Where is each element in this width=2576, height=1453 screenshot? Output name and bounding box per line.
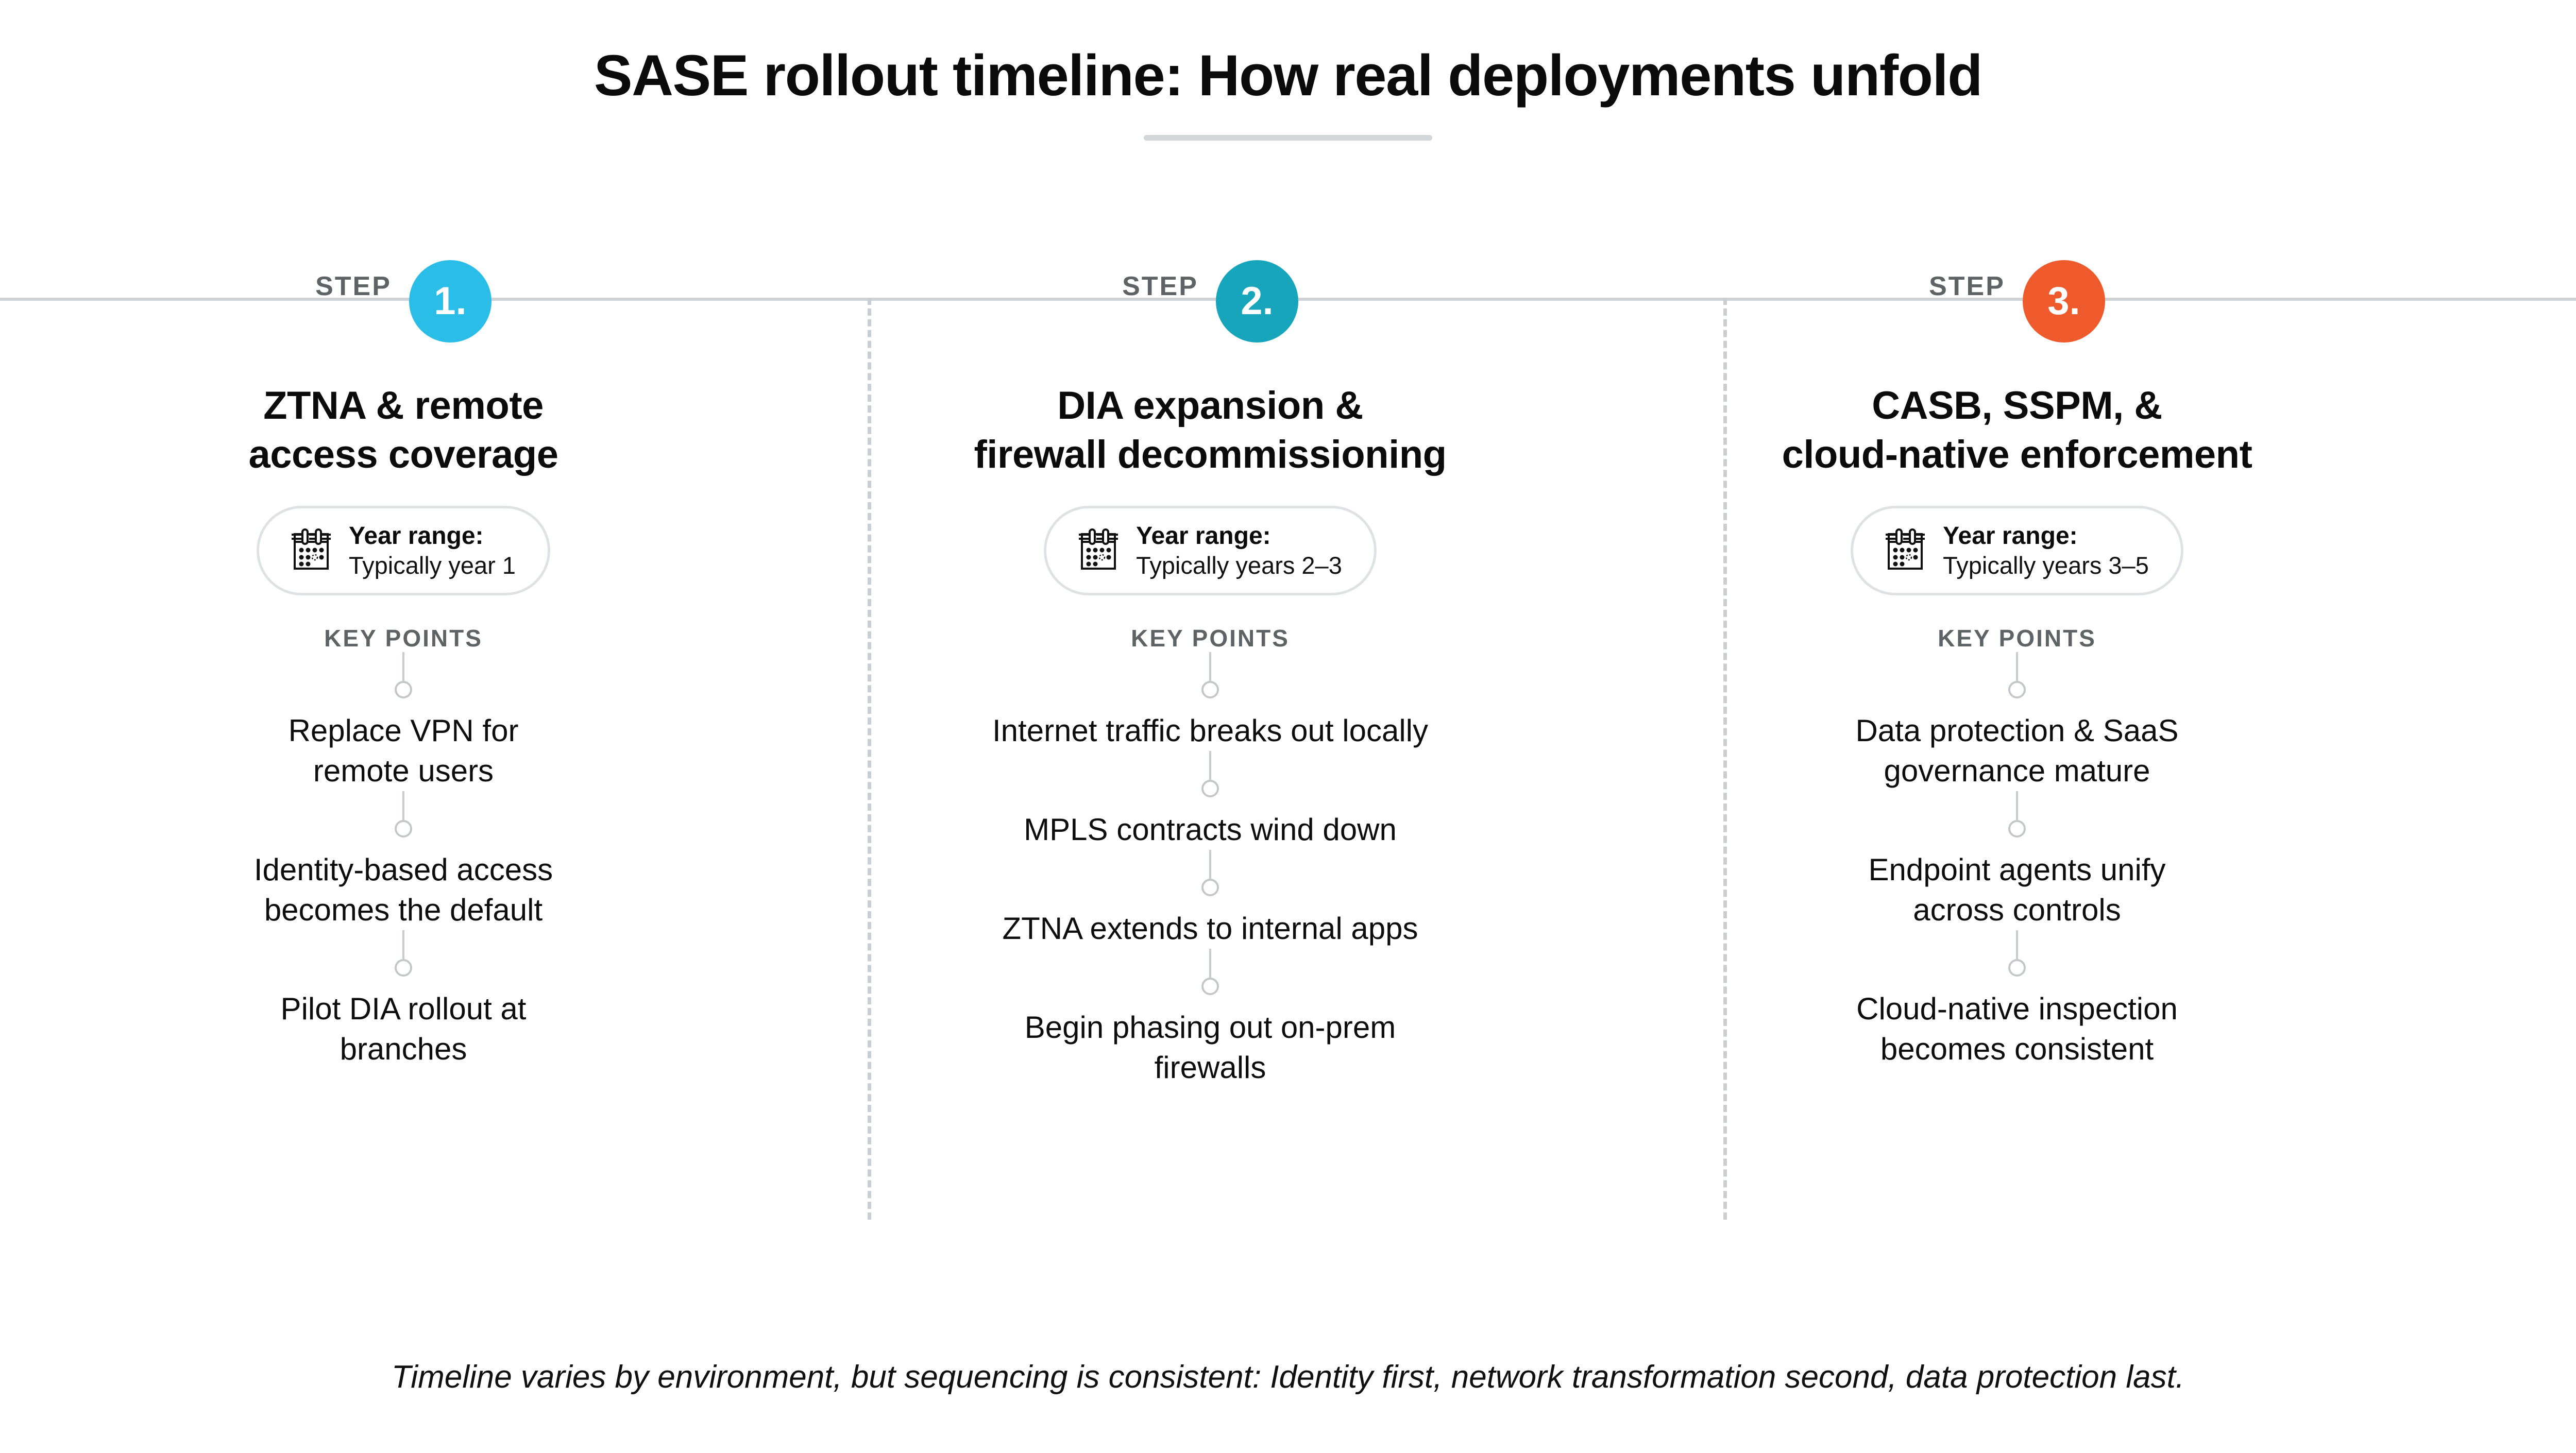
step-header-2: STEP 2.	[1122, 237, 1298, 366]
key-point-connector	[1614, 791, 2420, 838]
key-points-list-1: Replace VPN for remote users Identity-ba…	[0, 652, 807, 1069]
key-point-connector	[1614, 652, 2420, 699]
step-header-3: STEP 3.	[1929, 237, 2105, 366]
key-point-item: Identity-based access becomes the defaul…	[253, 852, 553, 928]
connector-dot-icon	[1201, 879, 1219, 897]
key-point-item: Pilot DIA rollout at branches	[280, 992, 527, 1067]
key-point-connector	[807, 850, 1614, 897]
key-point-item: Data protection & SaaS governance mature	[1855, 713, 2179, 789]
key-points-heading-1: KEY POINTS	[324, 625, 483, 652]
calendar-icon	[1885, 527, 1925, 574]
title-underline-divider	[1144, 134, 1432, 141]
key-point-connector	[1614, 930, 2420, 977]
key-points-list-3: Data protection & SaaS governance mature…	[1614, 652, 2420, 1069]
calendar-icon	[1078, 527, 1118, 574]
key-point-connector	[807, 652, 1614, 699]
page-title: SASE rollout timeline: How real deployme…	[594, 43, 1983, 108]
year-range-value-3: Typically years 3–5	[1943, 551, 2149, 579]
header: SASE rollout timeline: How real deployme…	[0, 0, 2576, 141]
year-range-badge-1: Year range: Typically year 1	[257, 506, 550, 596]
connector-dot-icon	[1201, 978, 1219, 996]
key-points-heading-2: KEY POINTS	[1131, 625, 1290, 652]
connector-dot-icon	[2008, 959, 2026, 977]
key-point-connector	[0, 930, 807, 977]
step-label-1: STEP	[315, 271, 392, 301]
year-range-label-3: Year range:	[1943, 522, 2078, 550]
year-range-label-2: Year range:	[1136, 522, 1271, 550]
year-range-value-1: Typically year 1	[349, 551, 516, 579]
footer-note: Timeline varies by environment, but sequ…	[391, 1359, 2185, 1395]
step-title-3: CASB, SSPM, & cloud-native enforcement	[1782, 384, 2252, 476]
step-label-2: STEP	[1122, 271, 1198, 301]
step-column-1: STEP 1. ZTNA & remote access coverage	[0, 237, 807, 1088]
key-points-heading-3: KEY POINTS	[1938, 625, 2096, 652]
year-range-badge-3: Year range: Typically years 3–5	[1851, 506, 2183, 596]
step-column-3: STEP 3. CASB, SSPM, & cloud-native enfor…	[1614, 237, 2420, 1088]
year-range-text-3: Year range: Typically years 3–5	[1943, 522, 2149, 579]
year-range-text-1: Year range: Typically year 1	[349, 522, 516, 579]
key-point-item: Replace VPN for remote users	[288, 713, 519, 789]
key-point-item: Cloud-native inspection becomes consiste…	[1856, 992, 2178, 1067]
year-range-label-1: Year range:	[349, 522, 484, 550]
key-point-item: ZTNA extends to internal apps	[1002, 911, 1418, 946]
column-divider-2	[1723, 298, 1727, 1220]
key-point-connector	[807, 751, 1614, 798]
key-point-connector	[807, 949, 1614, 996]
key-points-list-2: Internet traffic breaks out locally MPLS…	[807, 652, 1614, 1088]
connector-dot-icon	[395, 959, 412, 977]
step-header-1: STEP 1.	[315, 237, 492, 366]
connector-dot-icon	[395, 820, 412, 838]
connector-dot-icon	[395, 681, 412, 699]
year-range-badge-2: Year range: Typically years 2–3	[1044, 506, 1377, 596]
key-point-item: MPLS contracts wind down	[1024, 812, 1397, 847]
step-number-badge-2: 2.	[1215, 260, 1298, 343]
key-point-item: Internet traffic breaks out locally	[992, 713, 1428, 748]
step-number-badge-3: 3.	[2022, 260, 2105, 343]
connector-dot-icon	[1201, 681, 1219, 699]
step-label-3: STEP	[1929, 271, 2005, 301]
column-divider-1	[868, 298, 871, 1220]
calendar-icon	[291, 527, 331, 574]
step-column-2: STEP 2. DIA expansion & firewall decommi…	[807, 237, 1614, 1088]
step-number-badge-1: 1.	[409, 260, 492, 343]
step-title-2: DIA expansion & firewall decommissioning	[974, 384, 1447, 476]
key-point-item: Begin phasing out on-prem firewalls	[1024, 1010, 1396, 1085]
key-point-connector	[0, 652, 807, 699]
connector-dot-icon	[2008, 681, 2026, 699]
key-point-connector	[0, 791, 807, 838]
connector-dot-icon	[2008, 820, 2026, 838]
year-range-text-2: Year range: Typically years 2–3	[1136, 522, 1342, 579]
steps-container: STEP 1. ZTNA & remote access coverage	[0, 237, 2576, 1088]
key-point-item: Endpoint agents unify across controls	[1868, 852, 2166, 928]
year-range-value-2: Typically years 2–3	[1136, 551, 1342, 579]
step-title-1: ZTNA & remote access coverage	[248, 384, 558, 476]
connector-dot-icon	[1201, 780, 1219, 798]
